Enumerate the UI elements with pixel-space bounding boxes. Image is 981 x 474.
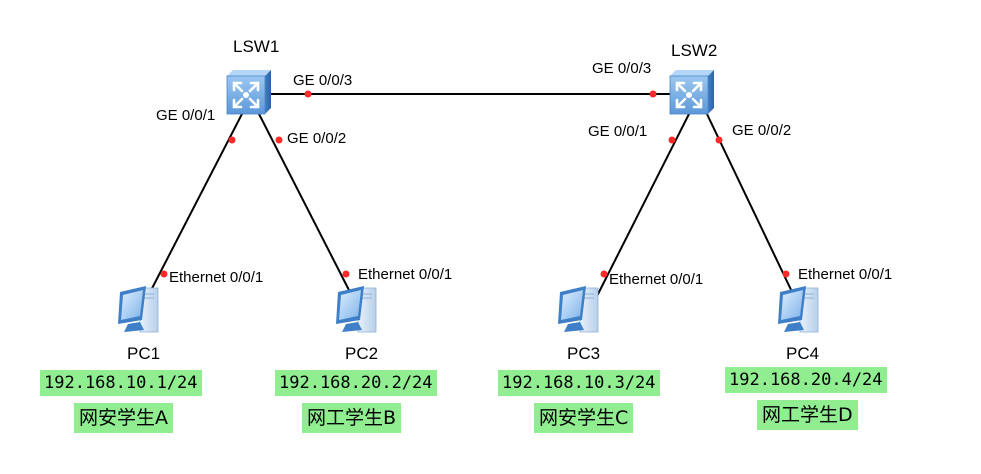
pc1-ip-label: 192.168.10.1/24 (40, 370, 202, 396)
port-dot-lsw1-ge003 (304, 90, 312, 98)
port-dot-lsw1-ge001 (228, 136, 236, 144)
pc2-user-label: 网工学生B (302, 403, 402, 433)
port-dot-pc3-eth (600, 270, 608, 278)
port-label-pc2-eth: Ethernet 0/0/1 (358, 266, 453, 283)
port-label-pc4-eth: Ethernet 0/0/1 (798, 266, 893, 283)
switch-lsw2-icon[interactable] (669, 70, 714, 115)
switch-lsw1-icon[interactable] (226, 70, 271, 115)
port-label-lsw1-ge003: GE 0/0/3 (293, 72, 353, 89)
link-lsw2-pc3[interactable] (594, 111, 691, 301)
pc2-icon[interactable] (336, 286, 377, 333)
pc4-icon[interactable] (778, 286, 819, 333)
port-label-pc1-eth: Ethernet 0/0/1 (169, 269, 264, 286)
port-label-pc3-eth: Ethernet 0/0/1 (609, 271, 704, 288)
pc1-user-label: 网安学生A (74, 403, 173, 433)
link-lsw1-pc1[interactable] (145, 111, 244, 301)
port-dot-pc4-eth (782, 270, 790, 278)
port-label-lsw2-ge002: GE 0/0/2 (732, 122, 792, 139)
port-label-lsw2-ge001: GE 0/0/1 (588, 123, 648, 140)
pc3-user-label: 网安学生C (534, 403, 634, 433)
pc1-label: PC1 (127, 344, 161, 363)
pc2-label: PC2 (345, 344, 379, 363)
port-dots (160, 90, 790, 278)
port-label-lsw1-ge002: GE 0/0/2 (287, 130, 347, 147)
port-dot-lsw1-ge002 (275, 136, 283, 144)
switch-lsw2-label: LSW2 (671, 41, 718, 60)
switch-lsw1-label: LSW1 (233, 37, 280, 56)
pc4-ip-label: 192.168.20.4/24 (725, 367, 887, 393)
port-dot-pc1-eth (160, 270, 168, 278)
pc2-ip-label: 192.168.20.2/24 (275, 370, 437, 396)
pc3-icon[interactable] (558, 286, 599, 333)
pc1-icon[interactable] (118, 286, 159, 333)
link-lsw1-pc2[interactable] (257, 111, 353, 297)
port-dot-lsw2-ge001 (668, 136, 676, 144)
port-label-lsw1-ge001: GE 0/0/1 (156, 107, 216, 124)
pc3-ip-label: 192.168.10.3/24 (498, 370, 660, 396)
port-label-lsw2-ge003: GE 0/0/3 (592, 60, 652, 77)
port-dot-lsw2-ge003 (649, 90, 657, 98)
pc4-user-label: 网工学生D (757, 400, 858, 430)
port-dot-lsw2-ge002 (715, 136, 723, 144)
pc4-label: PC4 (786, 344, 820, 363)
port-dot-pc2-eth (342, 270, 350, 278)
pc3-label: PC3 (567, 344, 601, 363)
